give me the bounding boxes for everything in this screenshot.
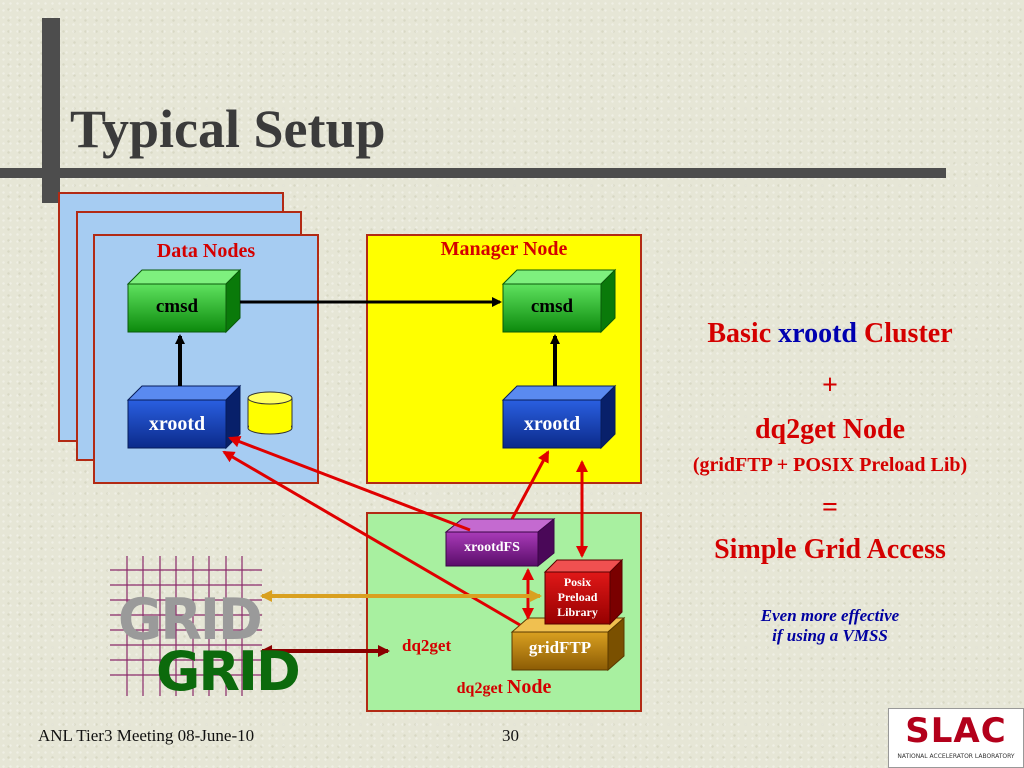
title-underline bbox=[0, 168, 946, 178]
slac-logo: SLAC NATIONAL ACCELERATOR LABORATORY bbox=[888, 708, 1024, 768]
dq2get-node-label: dq2get Node bbox=[366, 676, 642, 699]
summary-basic-cluster: Basic xrootd Cluster bbox=[660, 318, 1000, 350]
xrootdfs-box bbox=[444, 517, 556, 568]
summary-line1-post: Cluster bbox=[856, 318, 953, 349]
footer-meeting-date: ANL Tier3 Meeting 08-June-10 bbox=[38, 726, 255, 745]
data-cmsd-label: cmsd bbox=[155, 296, 199, 317]
posix-preload-library-box bbox=[543, 558, 624, 626]
xrootdfs-label: xrootdFS bbox=[464, 540, 520, 555]
slac-logo-wordmark: SLAC bbox=[905, 711, 1007, 751]
posix-label-line3: Library bbox=[557, 605, 598, 619]
posix-label-line2: Preload bbox=[557, 590, 598, 604]
summary-simple-grid-access: Simple Grid Access bbox=[714, 534, 946, 565]
mgr-cmsd-label: cmsd bbox=[530, 296, 574, 317]
summary-note-line2: if using a VMSS bbox=[772, 626, 888, 645]
slide-title: Typical Setup bbox=[70, 99, 386, 159]
dq2get-node-label-prefix: dq2get bbox=[456, 680, 503, 697]
disk-cylinder-icon bbox=[247, 391, 293, 435]
summary-note-line1: Even more effective bbox=[760, 606, 900, 625]
manager-cmsd-box bbox=[501, 268, 617, 334]
summary-line1-xrootd: xrootd bbox=[778, 318, 857, 349]
slac-logo-caption: NATIONAL ACCELERATOR LABORATORY bbox=[897, 753, 1015, 760]
data-xrootd-label: xrootd bbox=[148, 413, 206, 435]
manager-node-label: Manager Node bbox=[440, 238, 568, 260]
grid-lattice-icon bbox=[110, 556, 262, 696]
summary-equals: = bbox=[822, 492, 838, 523]
page-number: 30 bbox=[502, 726, 519, 745]
data-xrootd-box bbox=[126, 384, 242, 450]
xrootdfs-to-data-xrootd-arrow bbox=[228, 435, 471, 532]
data-cmsd-box bbox=[126, 268, 242, 334]
xrootdfs-to-mgr-xrootd-arrow bbox=[510, 450, 550, 520]
posix-preload-label: Posix Preload Library bbox=[545, 575, 610, 620]
title-accent-vertical bbox=[42, 18, 60, 203]
gridftp-box bbox=[510, 616, 626, 672]
summary-plus: + bbox=[822, 370, 838, 401]
dq2get-label: dq2get bbox=[402, 636, 452, 655]
grid-text-gray: GRID bbox=[118, 586, 263, 653]
summary-note: Even more effective if using a VMSS bbox=[660, 606, 1000, 646]
mgr-xrootd-label: xrootd bbox=[523, 413, 581, 435]
grid-text-green: GRID bbox=[156, 640, 301, 703]
manager-xrootd-box bbox=[501, 384, 617, 450]
summary-gridftp-posix: (gridFTP + POSIX Preload Lib) bbox=[692, 454, 968, 476]
data-nodes-label: Data Nodes bbox=[156, 240, 256, 262]
dq2get-node-label-suffix: Node bbox=[506, 676, 552, 698]
summary-dq2get-node: dq2get Node bbox=[754, 414, 906, 445]
gridftp-label: gridFTP bbox=[528, 638, 592, 657]
posix-label-line1: Posix bbox=[563, 575, 592, 589]
summary-line1-pre: Basic bbox=[707, 318, 779, 349]
